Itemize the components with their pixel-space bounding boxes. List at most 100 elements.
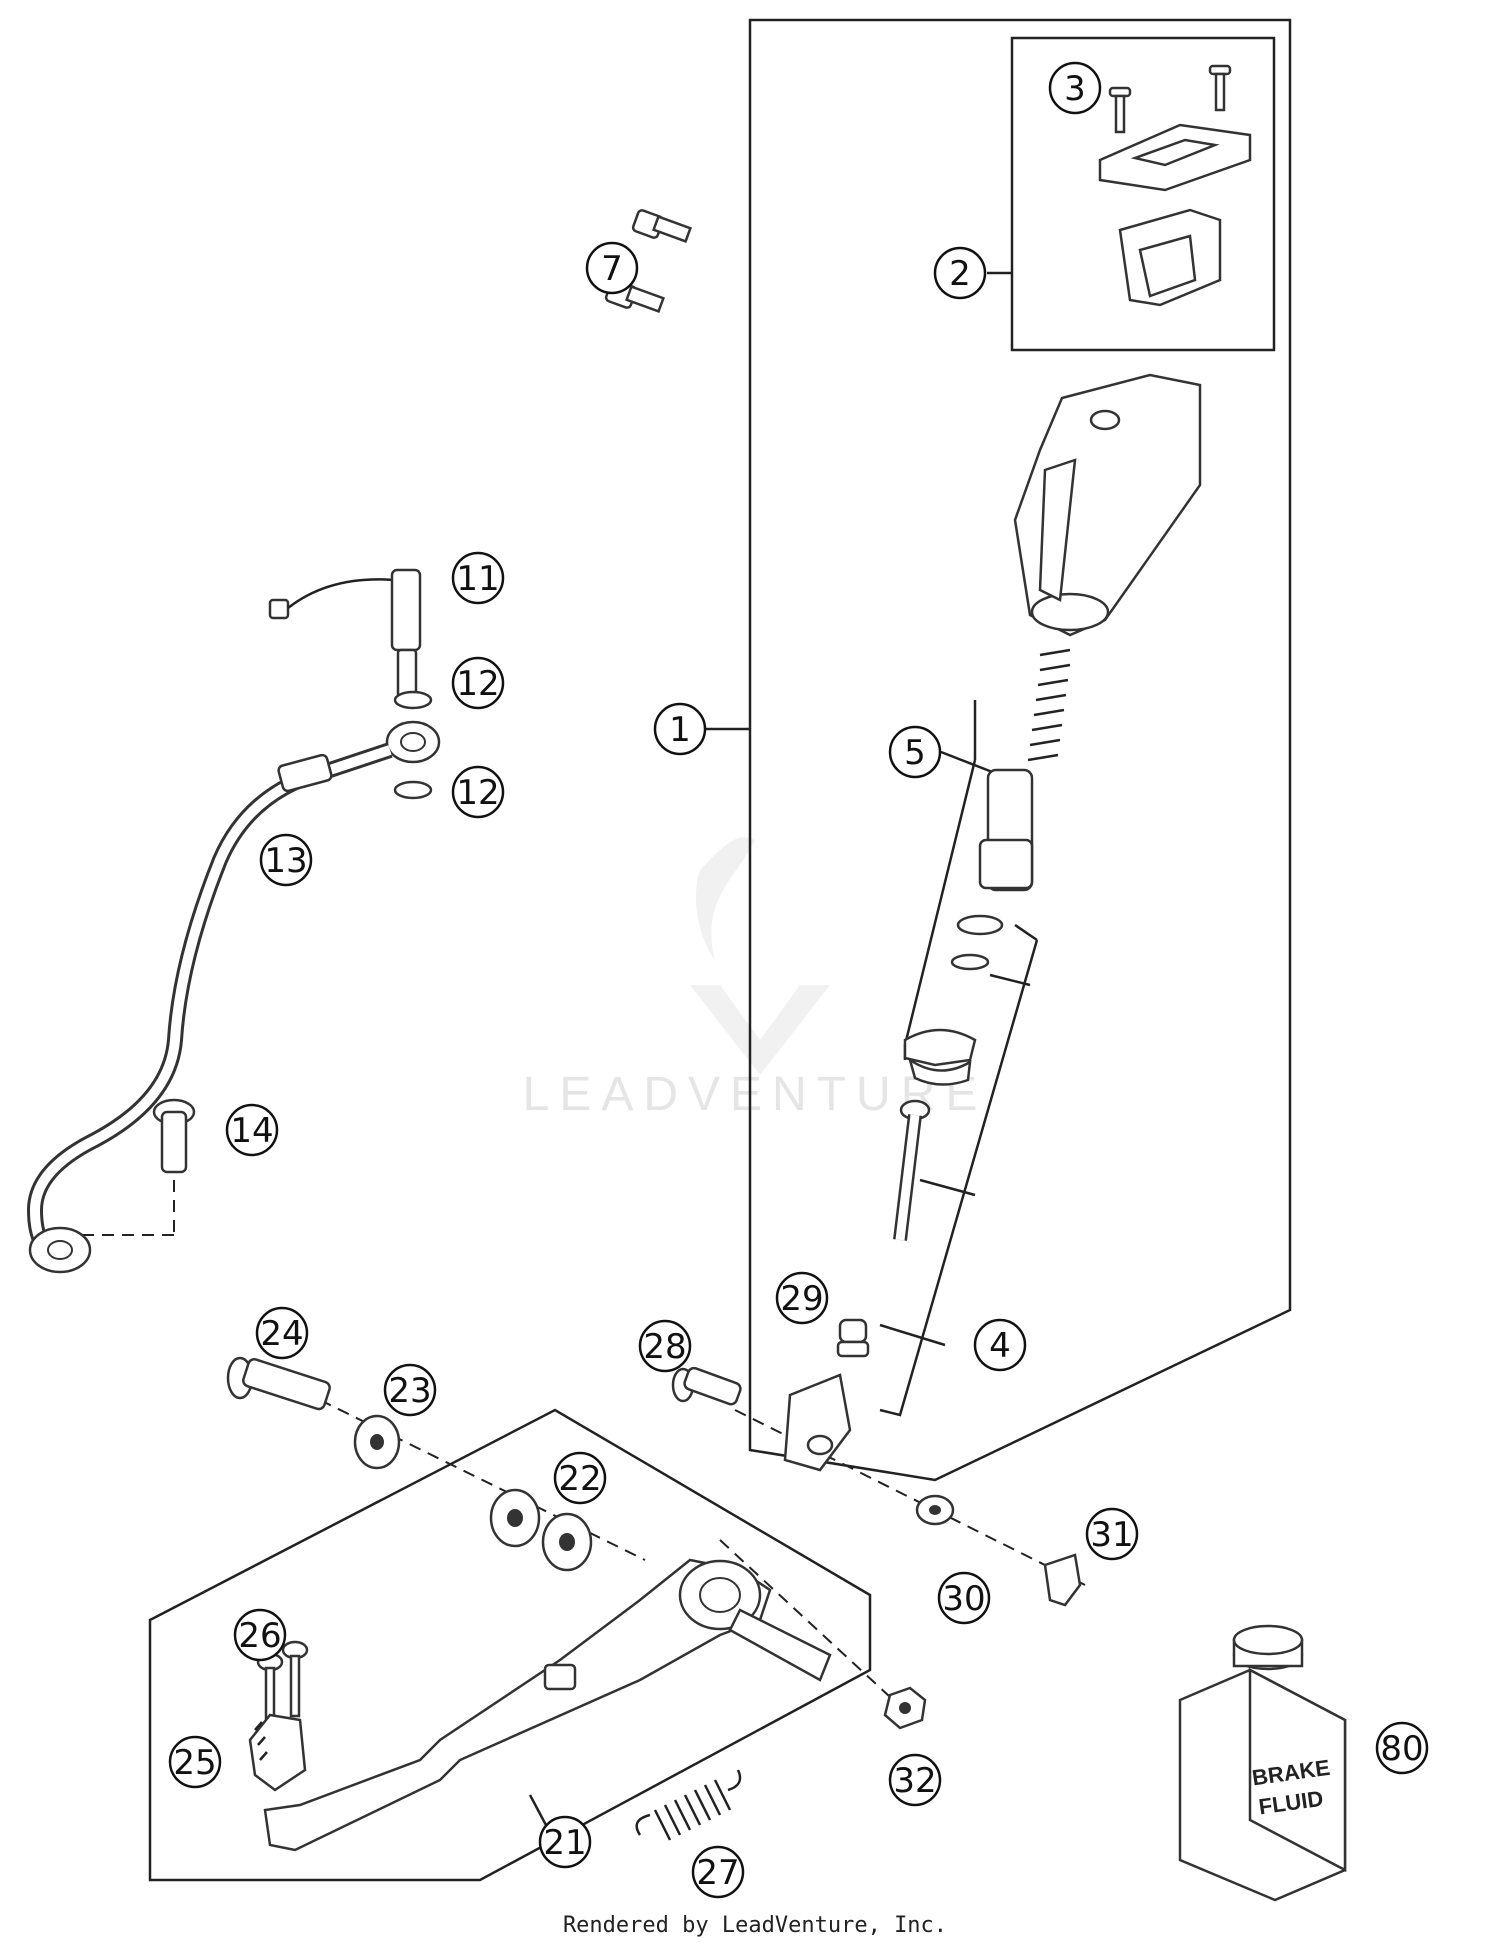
callout-24: 24 bbox=[255, 1306, 309, 1360]
callout-layer: 1234571112121314212223242526272829303132… bbox=[168, 61, 1429, 1899]
leader-lines bbox=[70, 271, 1039, 1843]
callout-12: 12 bbox=[451, 656, 505, 710]
callout-circle bbox=[259, 833, 313, 887]
callout-2: 2 bbox=[933, 246, 987, 300]
callout-circle bbox=[585, 241, 639, 295]
callout-circle bbox=[888, 725, 942, 779]
assembly-axes bbox=[319, 1399, 1086, 1721]
callout-circle bbox=[937, 1571, 991, 1625]
callout-circle bbox=[638, 1319, 692, 1373]
callout-number: 14 bbox=[230, 1111, 273, 1151]
callout-number: 24 bbox=[260, 1314, 303, 1354]
brake-fluid-bottle: BRAKE FLUID bbox=[1178, 1624, 1347, 1902]
callout-4: 4 bbox=[973, 1318, 1027, 1372]
callout-number: 29 bbox=[780, 1279, 823, 1319]
callout-number: 22 bbox=[558, 1459, 601, 1499]
callout-31: 31 bbox=[1085, 1507, 1139, 1561]
callout-circle bbox=[451, 656, 505, 710]
callout-number: 28 bbox=[643, 1327, 686, 1367]
callout-7: 7 bbox=[585, 241, 639, 295]
callout-circle bbox=[653, 702, 707, 756]
callout-23: 23 bbox=[383, 1363, 437, 1417]
return-spring bbox=[635, 1769, 742, 1841]
callout-11: 11 bbox=[451, 551, 505, 605]
callout-number: 12 bbox=[456, 664, 499, 704]
spring-piston bbox=[978, 648, 1071, 892]
callout-circle bbox=[225, 1103, 279, 1157]
callout-26: 26 bbox=[233, 1608, 287, 1662]
callout-circle bbox=[775, 1271, 829, 1325]
callout-circle bbox=[1085, 1507, 1139, 1561]
pivot-washer bbox=[353, 1414, 401, 1470]
callout-14: 14 bbox=[225, 1103, 279, 1157]
callout-number: 31 bbox=[1090, 1515, 1133, 1555]
cotter-clip bbox=[1043, 1553, 1082, 1607]
sealing-washers bbox=[393, 690, 433, 800]
brake-light-switch bbox=[268, 568, 422, 702]
callout-1: 1 bbox=[653, 702, 707, 756]
cap-screws bbox=[1108, 64, 1232, 134]
callout-5: 5 bbox=[888, 725, 942, 779]
callout-12: 12 bbox=[451, 765, 505, 819]
callout-circle bbox=[888, 1753, 942, 1807]
callout-22: 22 bbox=[553, 1451, 607, 1505]
callout-circle bbox=[383, 1363, 437, 1417]
callout-number: 32 bbox=[893, 1761, 936, 1801]
washer bbox=[915, 1494, 955, 1526]
callout-number: 5 bbox=[904, 733, 926, 773]
callout-circle bbox=[168, 1735, 222, 1789]
callout-circle bbox=[255, 1306, 309, 1360]
callout-number: 27 bbox=[696, 1853, 739, 1893]
brake-line bbox=[26, 720, 441, 1274]
callout-circle bbox=[691, 1845, 745, 1899]
callout-number: 80 bbox=[1380, 1729, 1423, 1769]
pivot-bushings bbox=[489, 1488, 593, 1572]
master-cylinder-group-outline bbox=[748, 18, 1292, 1482]
callout-number: 13 bbox=[264, 841, 307, 881]
callout-circle bbox=[451, 765, 505, 819]
pedal-step bbox=[248, 1713, 307, 1792]
callout-80: 80 bbox=[1375, 1721, 1429, 1775]
callout-29: 29 bbox=[775, 1271, 829, 1325]
pivot-bolt bbox=[226, 1356, 331, 1411]
callout-number: 23 bbox=[388, 1371, 431, 1411]
callout-number: 3 bbox=[1064, 69, 1086, 109]
callout-number: 7 bbox=[601, 249, 623, 289]
callout-number: 12 bbox=[456, 773, 499, 813]
callout-number: 25 bbox=[173, 1743, 216, 1783]
callout-circle bbox=[1375, 1721, 1429, 1775]
callout-21: 21 bbox=[538, 1815, 592, 1869]
callout-number: 21 bbox=[543, 1823, 586, 1863]
callout-number: 2 bbox=[949, 254, 971, 294]
master-cylinder-body bbox=[1013, 373, 1202, 637]
callout-circle bbox=[973, 1318, 1027, 1372]
callout-circle bbox=[1048, 61, 1102, 115]
reservoir-cap-group-outline bbox=[1010, 36, 1276, 352]
callout-25: 25 bbox=[168, 1735, 222, 1789]
callout-28: 28 bbox=[638, 1319, 692, 1373]
callout-circle bbox=[538, 1815, 592, 1869]
callout-number: 26 bbox=[238, 1616, 281, 1656]
callout-32: 32 bbox=[888, 1753, 942, 1807]
callout-13: 13 bbox=[259, 833, 313, 887]
reservoir-cap bbox=[1098, 123, 1252, 307]
clevis-pin bbox=[671, 1366, 742, 1406]
callout-circle bbox=[451, 551, 505, 605]
callout-number: 11 bbox=[456, 559, 499, 599]
banjo-bolt bbox=[152, 1098, 196, 1174]
pivot-nut bbox=[883, 1686, 927, 1730]
callout-3: 3 bbox=[1048, 61, 1102, 115]
callout-number: 4 bbox=[989, 1326, 1011, 1366]
render-credit: Rendered by LeadVenture, Inc. bbox=[563, 1913, 947, 1938]
callout-30: 30 bbox=[937, 1571, 991, 1625]
callout-circle bbox=[933, 246, 987, 300]
callout-27: 27 bbox=[691, 1845, 745, 1899]
callout-number: 1 bbox=[669, 710, 691, 750]
brake-pedal-group-outline bbox=[148, 1408, 872, 1882]
callout-circle bbox=[553, 1451, 607, 1505]
callout-number: 30 bbox=[942, 1579, 985, 1619]
brake-pedal bbox=[263, 1558, 832, 1852]
push-rod-assembly bbox=[783, 914, 1004, 1472]
callout-circle bbox=[233, 1608, 287, 1662]
